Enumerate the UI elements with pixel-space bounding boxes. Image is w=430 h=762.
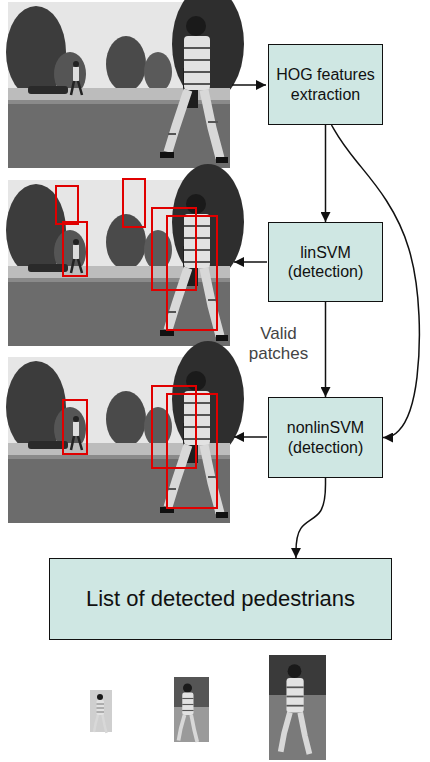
process-box: linSVM (detection) [268,222,383,302]
flow-arrow [296,478,326,558]
box-text: List of detected pedestrians [86,586,355,612]
process-box: HOG features extraction [268,44,383,125]
result-box: List of detected pedestrians [49,558,392,640]
flow-arrow [325,302,327,397]
process-box: nonlinSVM (detection) [268,397,383,478]
linsvm-photo [6,164,244,346]
box-text: nonlinSVM (detection) [274,418,377,456]
image-arrows [232,85,267,437]
input-photo [6,0,244,168]
pedestrian-thumbnails [90,655,326,760]
box-text: linSVM (detection) [274,243,377,281]
box-text: HOG features extraction [274,65,377,103]
flow-arrow [325,125,327,222]
nonlinsvm-photo [6,341,244,523]
edge-label: Valid patches [240,323,318,364]
